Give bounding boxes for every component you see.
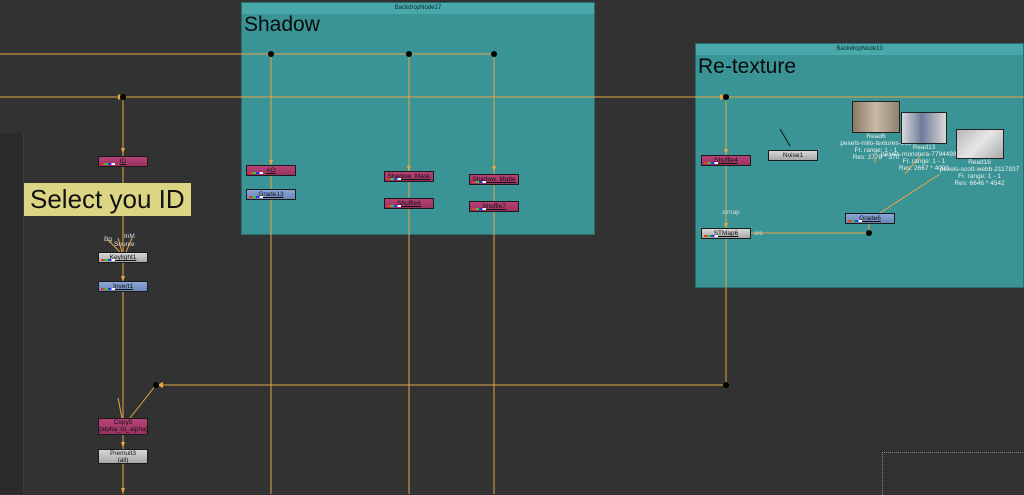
node-label: Shuffle7 (482, 203, 506, 210)
wire-label-bg: Bg (104, 236, 112, 243)
node-label: AO (266, 167, 276, 174)
node-label: Premult3 (109, 450, 136, 457)
node-copy[interactable]: Copy5 (alpha_to_alpha) (98, 418, 148, 435)
left-panel-edge (0, 133, 24, 494)
node-id[interactable]: ID (98, 156, 148, 167)
read-node[interactable]: Read16 pexels-scott-webb-2117937 Fr. ran… (935, 129, 1024, 187)
node-invert[interactable]: Invert1 (98, 281, 148, 292)
node-label: Shuffle4 (714, 157, 738, 164)
node-label: Noise1 (782, 152, 804, 159)
node-shadow-mask[interactable]: Shadow_Mask (384, 171, 434, 182)
node-noise1[interactable]: Noise1 (768, 150, 818, 161)
junction-dot[interactable] (866, 230, 872, 236)
backdrop-retexture-title: Re-texture (698, 55, 797, 78)
junction-dot[interactable] (723, 382, 729, 388)
read-res: Res: 2667 * 4000 (898, 165, 950, 172)
node-sublabel: (alpha_to_alpha) (99, 426, 148, 433)
read-range: Fr. range: 1 - 1 (854, 147, 898, 154)
read-file: pexels-monstera-7794498.jpg (881, 151, 967, 158)
junction-dot[interactable] (406, 51, 412, 57)
node-label: Shadow_Mask (387, 173, 431, 180)
node-label: Keylight1 (109, 254, 137, 261)
backdrop-shadow-header: BackdropNode17 (242, 3, 594, 14)
node-grade6[interactable]: Grade6 (845, 213, 895, 224)
read-name: Read6 (866, 133, 886, 140)
read-file: pexels-scott-webb-2117937 (939, 166, 1020, 173)
read-name: Read13 (912, 144, 936, 151)
junction-dot[interactable] (268, 51, 274, 57)
backdrop-retexture-header: BackdropNode13 (696, 44, 1023, 55)
node-label: ID (119, 158, 127, 165)
node-premult[interactable]: Premult3 (all) (98, 449, 148, 464)
node-keylight[interactable]: Keylight1 (98, 252, 148, 263)
read-node[interactable]: Read6 pexels-milo-textures-285 Fr. range… (826, 101, 926, 161)
read-thumbnail (901, 112, 947, 144)
node-grade13[interactable]: Grade13 (246, 189, 296, 200)
node-label: Grade13 (258, 191, 284, 198)
node-shuffle6[interactable]: Shuffle6 (384, 198, 434, 209)
node-ao[interactable]: AO (246, 165, 296, 176)
node-label: Invert1 (113, 283, 133, 290)
junction-dot[interactable] (491, 51, 497, 57)
read-node[interactable]: Read13 pexels-monstera-7794498.jpg Fr. r… (872, 112, 976, 172)
backdrop-retexture[interactable]: BackdropNode13 Re-texture (695, 43, 1024, 288)
backdrop-shadow[interactable]: BackdropNode17 Shadow (241, 2, 595, 235)
wire-label-src: src (754, 230, 763, 237)
read-range: Fr. range: 1 - 1 (902, 158, 946, 165)
junction-dot[interactable] (723, 94, 729, 100)
read-res: Res: 2778 * 370 (852, 154, 900, 161)
node-shuffle4[interactable]: Shuffle4 (701, 155, 751, 166)
node-label: Copy5 (113, 419, 133, 426)
read-thumbnail (955, 129, 1004, 159)
read-range: Fr. range: 1 - 1 (958, 173, 1001, 180)
read-file: pexels-milo-textures-285 (840, 140, 912, 147)
backdrop-shadow-title: Shadow (244, 13, 320, 36)
wire-label-stmap: stmap (722, 209, 740, 216)
junction-dot[interactable] (120, 94, 126, 100)
node-label: Shuffle6 (397, 200, 421, 207)
junction-dot[interactable] (153, 382, 159, 388)
node-label: STMap6 (713, 230, 739, 237)
read-res: Res: 6646 * 4542 (954, 180, 1005, 187)
node-sublabel: (all) (117, 457, 129, 464)
node-shadow-matte[interactable]: Shadow_Matte (469, 174, 519, 185)
wire-label-source: Source (114, 241, 135, 248)
wire-label-inm: InM (124, 233, 135, 240)
node-shuffle7[interactable]: Shuffle7 (469, 201, 519, 212)
read-name: Read16 (968, 159, 991, 166)
read-thumbnail (852, 101, 900, 133)
node-stmap6[interactable]: STMap6 (701, 228, 751, 239)
sticky-note[interactable]: Select you ID (24, 183, 191, 216)
node-label: Shadow_Matte (472, 176, 516, 183)
viewer-frame (882, 452, 1024, 495)
node-label: Grade6 (859, 215, 881, 222)
